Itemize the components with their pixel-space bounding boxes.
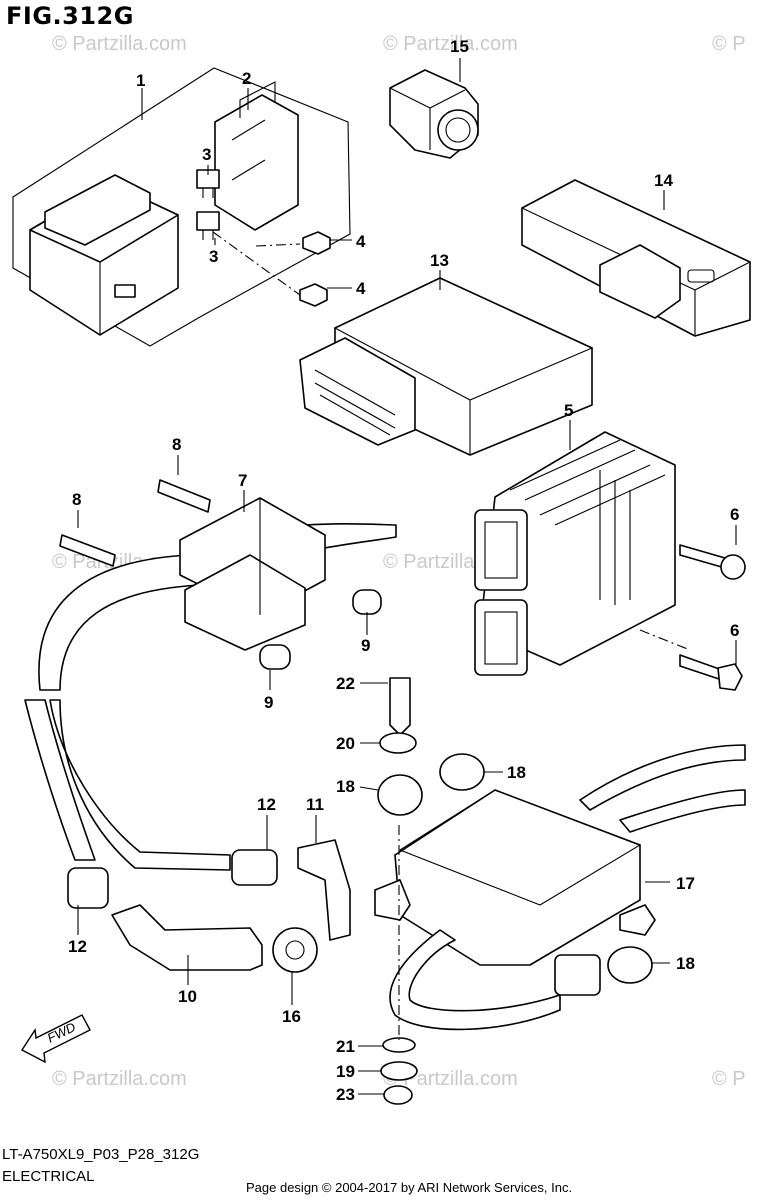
nut-23	[383, 1085, 413, 1105]
starter-relay-assembly[interactable]	[12, 67, 351, 347]
fwd-arrow-icon: FWD	[20, 1014, 91, 1064]
callout-8: 8	[172, 435, 181, 454]
washer-21	[382, 1037, 416, 1053]
callout-12: 12	[68, 937, 87, 956]
connector-15[interactable]	[389, 69, 479, 159]
callout-3: 3	[202, 145, 211, 164]
callout-14: 14	[654, 171, 673, 190]
callout-16: 16	[282, 1007, 301, 1026]
bolt-6-lower	[679, 654, 743, 691]
grommet-18	[377, 753, 653, 984]
callout-23: 23	[336, 1085, 355, 1104]
callout-18: 18	[507, 763, 526, 782]
figure-title: FIG.312G	[6, 2, 134, 30]
bolt-8-upper	[157, 479, 211, 513]
bolt-8-lower	[59, 534, 116, 567]
section-name: ELECTRICAL	[2, 1168, 95, 1185]
bolt-6-upper	[679, 544, 746, 580]
control-unit-17[interactable]	[374, 744, 746, 1031]
watermark-text: © Partzilla.com	[52, 33, 187, 55]
callout-7: 7	[238, 471, 247, 490]
collar-20	[379, 732, 417, 754]
callout-11: 11	[306, 795, 324, 814]
leader-lines	[77, 58, 737, 1095]
credit-text: Page design © 2004-2017 by ARI Network S…	[246, 1180, 573, 1195]
callout-9: 9	[361, 636, 370, 655]
ecm-13[interactable]	[299, 277, 594, 456]
callout-9: 9	[264, 693, 273, 712]
callout-19: 19	[336, 1062, 355, 1081]
callout-20: 20	[336, 734, 355, 753]
washer-19	[380, 1061, 418, 1081]
callout-18: 18	[336, 777, 355, 796]
collar-9-lower	[259, 644, 291, 670]
callout-3: 3	[209, 247, 218, 266]
callout-5: 5	[564, 401, 573, 420]
plug-cap-parts[interactable]	[67, 839, 351, 973]
regulator-rectifier-5[interactable]	[474, 431, 676, 676]
callout-2: 2	[242, 69, 251, 88]
callout-4: 4	[356, 232, 366, 251]
callout-17: 17	[676, 874, 695, 893]
watermark-text: © Partzilla.com	[52, 1068, 187, 1090]
callout-6: 6	[730, 621, 739, 640]
callout-1: 1	[136, 71, 145, 90]
model-code: LT-A750XL9_P03_P28_312G	[2, 1146, 200, 1163]
watermark-text: © Partzilla.com	[383, 33, 518, 55]
callouts: 1 2 3 3 4 4 15 14 13 5 6 6 7 8 8 9 9 12 …	[68, 37, 739, 1104]
callout-12: 12	[257, 795, 276, 814]
callout-15: 15	[450, 37, 469, 56]
cover-14[interactable]	[520, 179, 752, 337]
ignition-coil-7[interactable]	[24, 497, 397, 871]
callout-4: 4	[356, 279, 366, 298]
watermark-text: © P	[712, 33, 746, 55]
bolt-icon	[299, 231, 331, 307]
collar-9-upper	[352, 589, 382, 615]
callout-13: 13	[430, 251, 449, 270]
watermark-text: © P	[712, 1068, 746, 1090]
callout-22: 22	[336, 674, 355, 693]
callout-21: 21	[336, 1037, 355, 1056]
callout-8: 8	[72, 490, 81, 509]
callout-10: 10	[178, 987, 197, 1006]
callout-18: 18	[676, 954, 695, 973]
callout-6: 6	[730, 505, 739, 524]
bolt-22	[389, 677, 411, 736]
